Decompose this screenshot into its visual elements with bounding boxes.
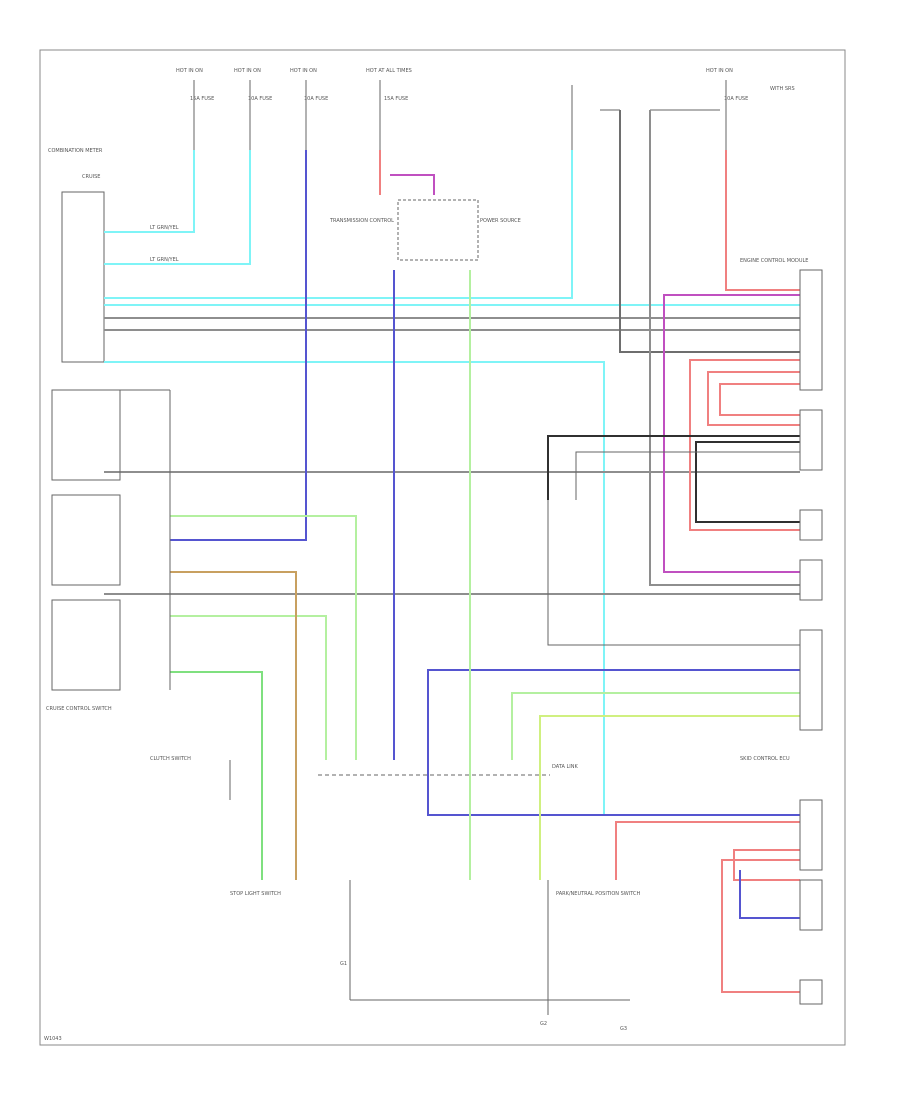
magenta-wires [379,150,800,993]
fuse-feeds [193,80,727,150]
hot-label-2: HOT IN ON [234,68,261,74]
transmission-control-block: TRANSMISSION CONTROL POWER SOURCE [329,199,521,261]
wire-label-ltgrnyel-2: LT GRN/YEL [150,257,179,263]
cruise-indicator-label: CRUISE [82,174,100,180]
diagram-frame [39,49,846,1046]
green-wires [170,270,800,880]
fuse-label-2: 10A FUSE [248,96,272,102]
cruise-control-switch: CRUISE CONTROL SWITCH [46,389,171,712]
gray-wires [104,110,800,595]
right-modules: ENGINE CONTROL MODULE SKID CONTROL ECU [740,258,823,1005]
fuse-label-5: 10A FUSE [724,96,748,102]
fuse-label-1: 15A FUSE [190,96,214,102]
bottom-components: STOP LIGHT SWITCH PARK/NEUTRAL POSITION … [150,756,640,1032]
blue-wires [170,150,800,919]
cruise-switch-label: CRUISE CONTROL SWITCH [46,706,112,712]
combination-meter: COMBINATION METER CRUISE [48,148,105,363]
dark-wires [547,435,800,646]
fuse-label-4: 15A FUSE [384,96,408,102]
park-neutral-label: PARK/NEUTRAL POSITION SWITCH [556,891,640,897]
ecm-label: ENGINE CONTROL MODULE [740,258,808,264]
fuse-label-3: 10A FUSE [304,96,328,102]
hot-label-3: HOT IN ON [290,68,317,74]
footer-code: W1043 [44,1036,62,1042]
data-link-label: DATA LINK [552,764,578,770]
ground-1: G1 [340,961,347,967]
ground-2: G2 [540,1021,547,1027]
combination-meter-label: COMBINATION METER [48,148,103,154]
wire-label-ltgrnyel-1: LT GRN/YEL [150,225,179,231]
skid-control-label: SKID CONTROL ECU [740,756,790,762]
hot-label-4: HOT AT ALL TIMES [366,68,412,74]
middle-connector-strip: DATA LINK [318,764,578,776]
transmission-control-label: TRANSMISSION CONTROL [329,218,394,224]
tan-wire [170,571,297,880]
note-top-right: WITH SRS [770,86,795,92]
hot-label-5: HOT IN ON [706,68,733,74]
stop-light-label: STOP LIGHT SWITCH [230,891,281,897]
hot-label-1: HOT IN ON [176,68,203,74]
top-power-labels: HOT IN ON HOT IN ON HOT IN ON HOT AT ALL… [176,68,795,102]
ground-3: G3 [620,1026,627,1032]
power-source-label: POWER SOURCE [480,218,521,224]
clutch-switch-label: CLUTCH SWITCH [150,756,191,762]
